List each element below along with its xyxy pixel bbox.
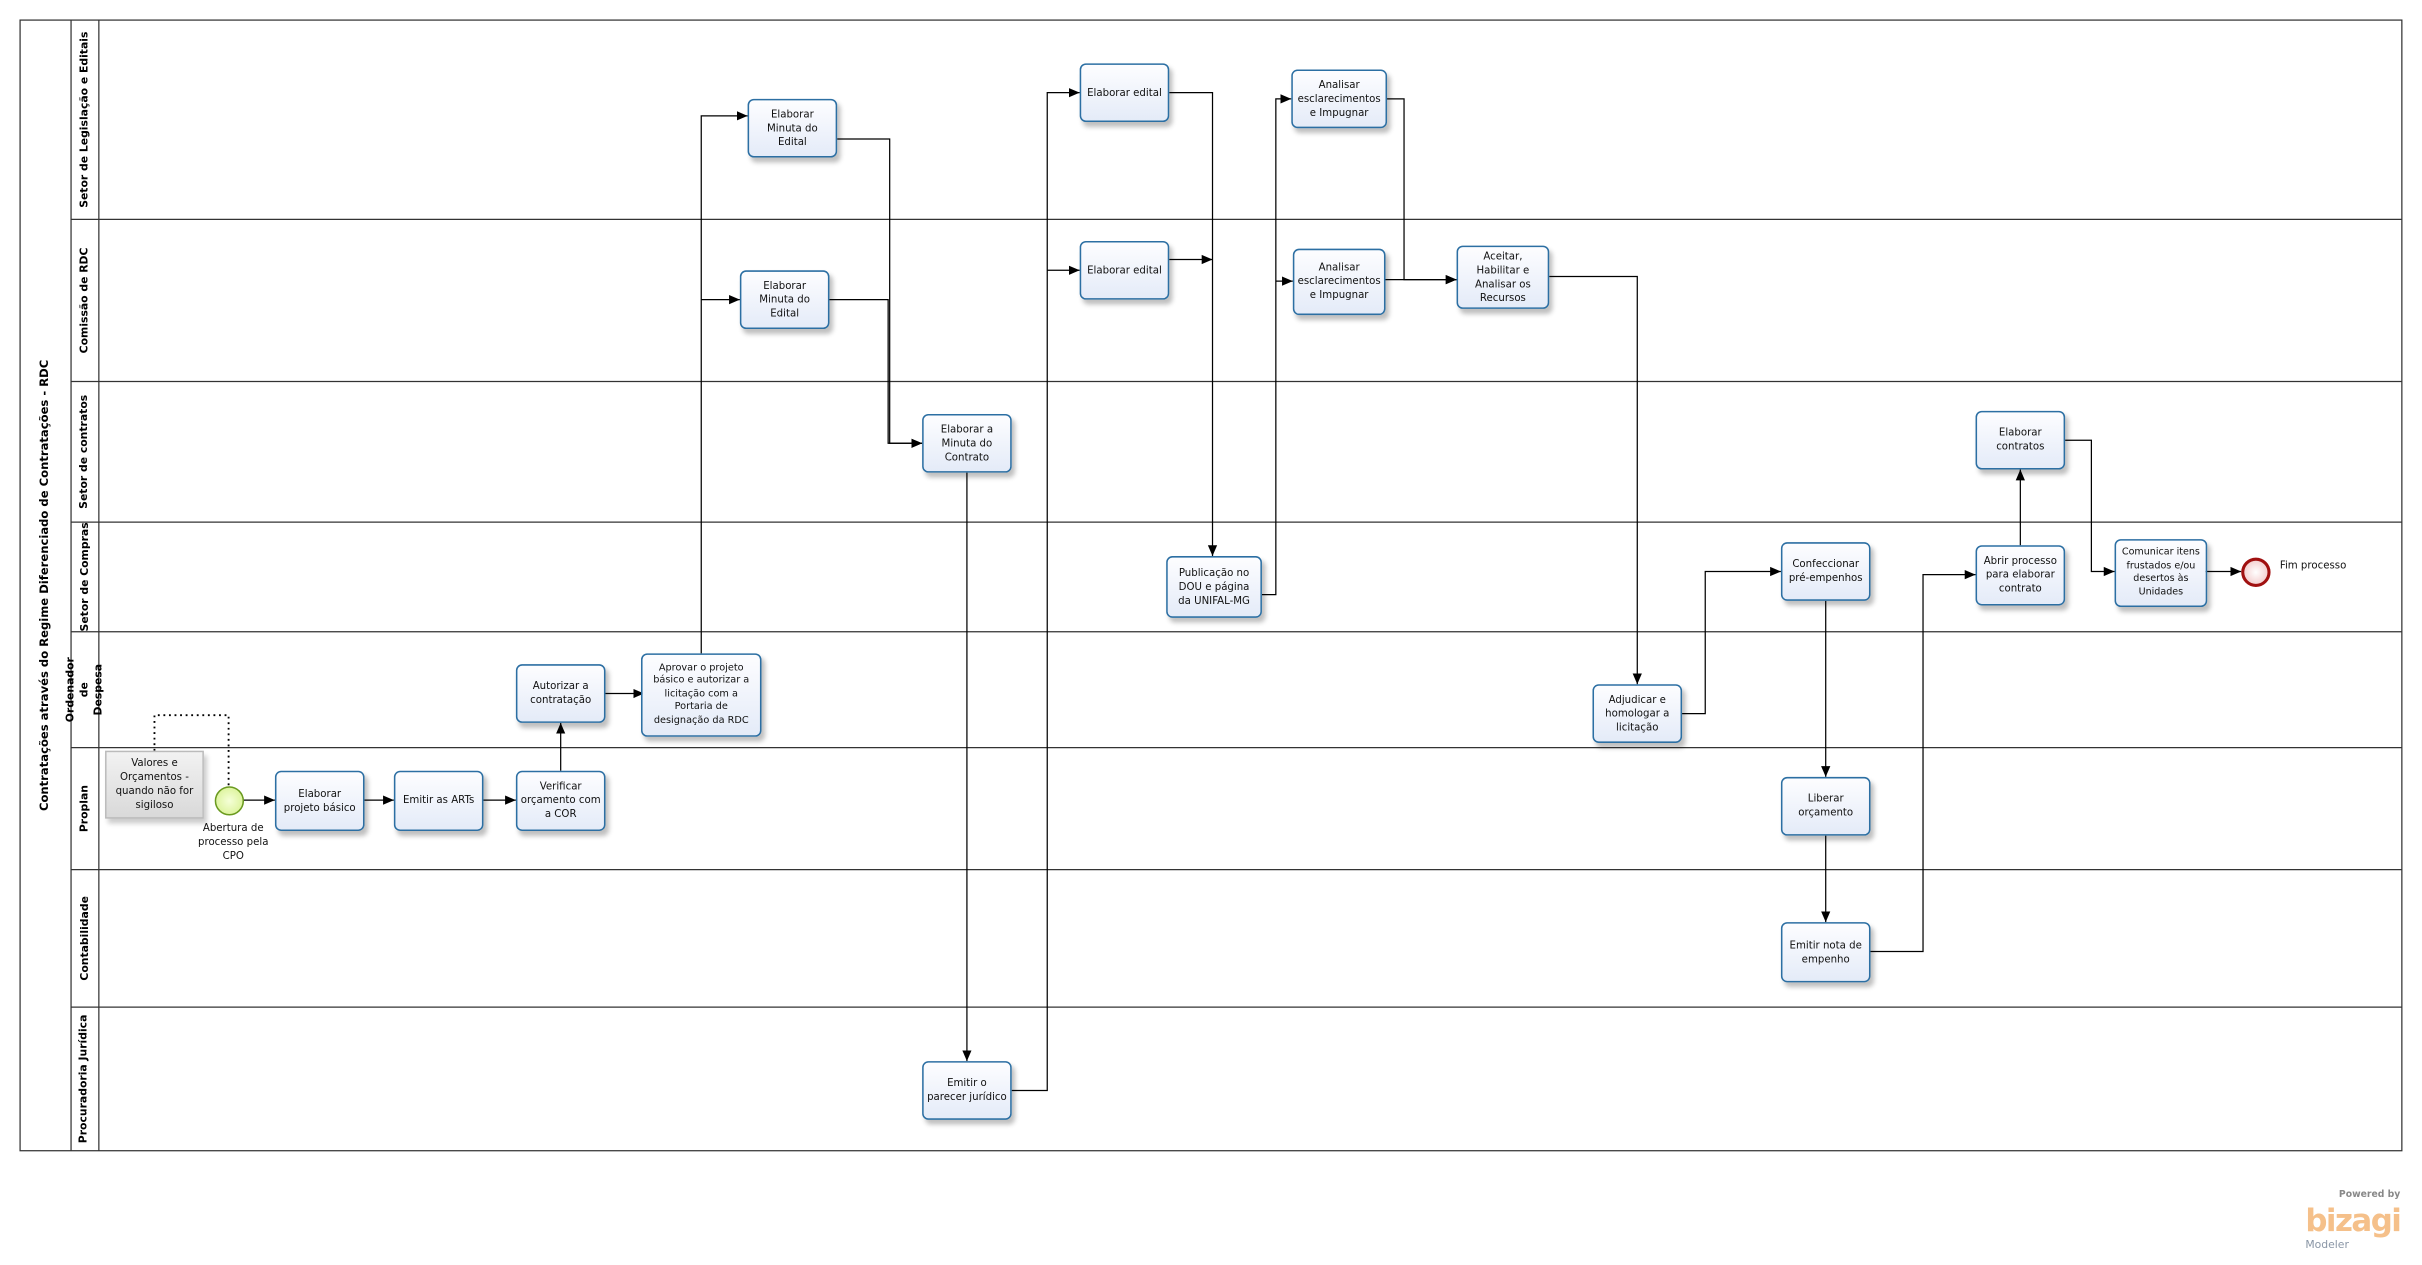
task-elaborar-contratos[interactable]: Elaborar contratos [1975,410,2066,470]
pool-frame [19,19,2403,1152]
start-event[interactable] [214,786,245,816]
task-analisar-esclarecimentos-comissao[interactable]: Analisar esclarecimentos e Impugnar [1292,248,1386,316]
task-aprovar-projeto-basico[interactable]: Aprovar o projeto básico e autorizar a l… [641,653,762,737]
flow-aceitar-to-adjudicar [1549,275,1642,685]
text-annotation[interactable]: Valores e Orçamentos - quando não for si… [105,750,204,819]
task-elaborar-minuta-edital-legislacao[interactable]: Elaborar Minuta do Edital [747,98,838,158]
flow-nota-to-abrir [1870,569,1976,953]
flow-analisar-leg-to-aceitar [1387,98,1457,285]
task-elaborar-edital-legislacao[interactable]: Elaborar edital [1079,63,1170,123]
pool-title: Contratações através do Regime Diferenci… [37,359,52,812]
task-publicacao-dou[interactable]: Publicação no DOU e página da UNIFAL-MG [1166,556,1262,618]
flow-contratos-to-comunicar [2065,439,2115,577]
lane-proplan: Proplan [78,785,91,833]
task-adjudicar-homologar[interactable]: Adjudicar e homologar a licitação [1592,684,1683,743]
lane-setor-compras: Setor de Compras [78,522,91,632]
task-liberar-orcamento[interactable]: Liberar orçamento [1780,776,1871,836]
flow-parecer-to-edital-leg [1011,88,1080,1092]
end-event[interactable] [2241,557,2271,587]
task-emitir-parecer-juridico[interactable]: Emitir o parecer jurídico [922,1061,1012,1120]
lane-procuradoria: Procuradoria Jurídica [78,1014,91,1144]
task-emitir-nota-empenho[interactable]: Emitir nota de empenho [1780,922,1871,983]
lane-ordenador-despesa: Ordenador de Despesa [64,657,105,723]
lane-comissao-rdc: Comissão de RDC [78,247,91,354]
flow-edital-leg-to-publicacao [1169,92,1218,557]
task-elaborar-projeto-basico[interactable]: Elaborar projeto básico [274,770,365,831]
task-verificar-orcamento[interactable]: Verificar orçamento com a COR [515,770,606,831]
task-comunicar-itens-frustados[interactable]: Comunicar itens frustados e/ou desertos … [2114,539,2208,608]
lane-contabilidade: Contabilidade [78,896,91,981]
flow-adjudicar-to-confeccionar [1682,566,1781,715]
task-elaborar-edital-comissao[interactable]: Elaborar edital [1079,240,1170,300]
flow-minuta-rdc-to-contrato [829,299,923,448]
task-confeccionar-pre-empenhos[interactable]: Confeccionar pré-empenhos [1780,542,1871,601]
flow-publicacao-to-analisar-leg [1261,94,1292,596]
task-elaborar-minuta-contrato[interactable]: Elaborar a Minuta do Contrato [922,413,1012,473]
annotation-association [153,714,230,787]
start-event-label: Abertura de processo pela CPO [198,821,269,862]
task-autorizar-contratacao[interactable]: Autorizar a contratação [515,664,606,723]
task-abrir-processo-contrato[interactable]: Abrir processo para elaborar contrato [1975,545,2066,606]
task-aceitar-habilitar[interactable]: Aceitar, Habilitar e Analisar os Recurso… [1456,245,1550,309]
flow-minuta-leg-to-contrato [837,138,923,448]
task-analisar-esclarecimentos-legislacao[interactable]: Analisar esclarecimentos e Impugnar [1291,69,1388,129]
task-emitir-arts[interactable]: Emitir as ARTs [393,770,484,831]
bizagi-logo: Powered by bizagi Modeler [2305,1189,2402,1252]
flow-aprovar-to-minuta-leg [700,111,748,654]
task-elaborar-minuta-edital-comissao[interactable]: Elaborar Minuta do Edital [739,270,830,329]
lane-setor-legislacao: Setor de Legislação e Editais [78,31,91,208]
lane-setor-contratos: Setor de contratos [78,394,91,509]
end-event-label: Fim processo [2279,559,2347,572]
